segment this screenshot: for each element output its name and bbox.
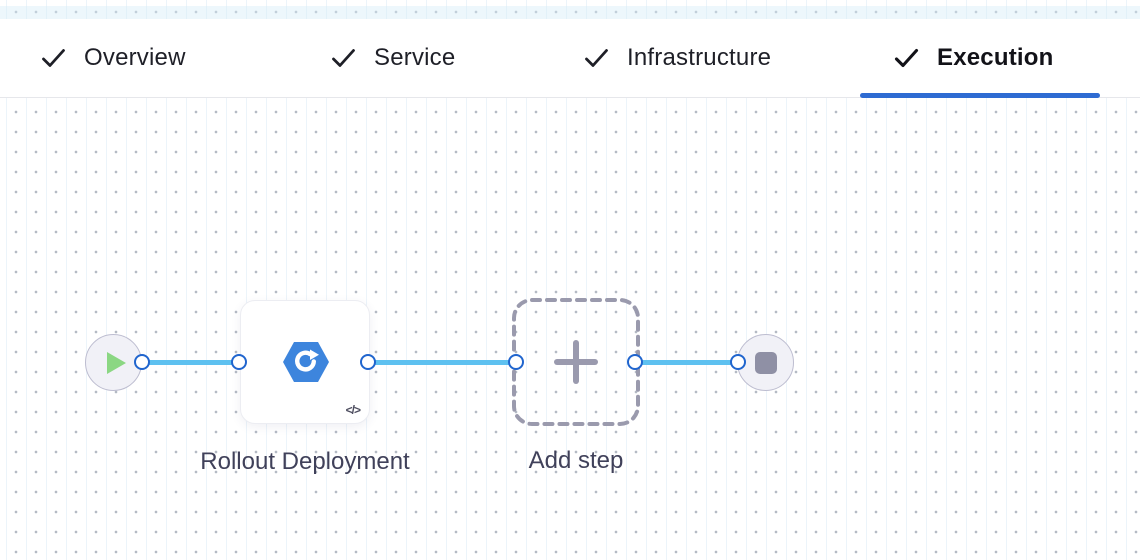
tab-infrastructure-label: Infrastructure [627, 44, 772, 71]
step-label: Rollout Deployment [200, 448, 410, 475]
active-tab-indicator [860, 93, 1100, 98]
tab-infrastructure[interactable]: Infrastructure [583, 19, 771, 97]
stage-tabbar: Overview Service Infrastructure Executio… [0, 19, 1140, 98]
port-addstep-out[interactable] [627, 354, 643, 370]
tab-overview[interactable]: Overview [40, 19, 186, 97]
code-badge-icon: </> [345, 403, 361, 417]
plus-icon [554, 340, 598, 384]
step-node-rollout-deployment[interactable]: </> [240, 300, 370, 424]
add-step-label: Add step [528, 447, 624, 474]
check-icon [894, 48, 919, 67]
edge-start-to-step [142, 360, 239, 365]
rollout-deployment-icon [283, 342, 329, 382]
canvas-top-strip [0, 6, 1140, 19]
tab-service[interactable]: Service [330, 19, 455, 97]
play-icon [106, 351, 126, 374]
tab-overview-label: Overview [84, 44, 186, 71]
check-icon [585, 48, 608, 67]
port-start-out[interactable] [134, 354, 150, 370]
edge-step-to-addstep [368, 360, 516, 365]
edge-addstep-to-end [635, 360, 738, 365]
port-step-in[interactable] [231, 354, 247, 370]
end-node[interactable] [737, 334, 794, 391]
check-icon [42, 48, 65, 67]
add-step-node[interactable] [512, 298, 640, 426]
check-icon [332, 48, 355, 67]
tab-execution-label: Execution [937, 44, 1054, 71]
tab-service-label: Service [374, 44, 456, 71]
tab-execution[interactable]: Execution [893, 19, 1054, 97]
port-addstep-in[interactable] [508, 354, 524, 370]
stop-icon [754, 351, 777, 374]
port-step-out[interactable] [360, 354, 376, 370]
port-end-in[interactable] [730, 354, 746, 370]
